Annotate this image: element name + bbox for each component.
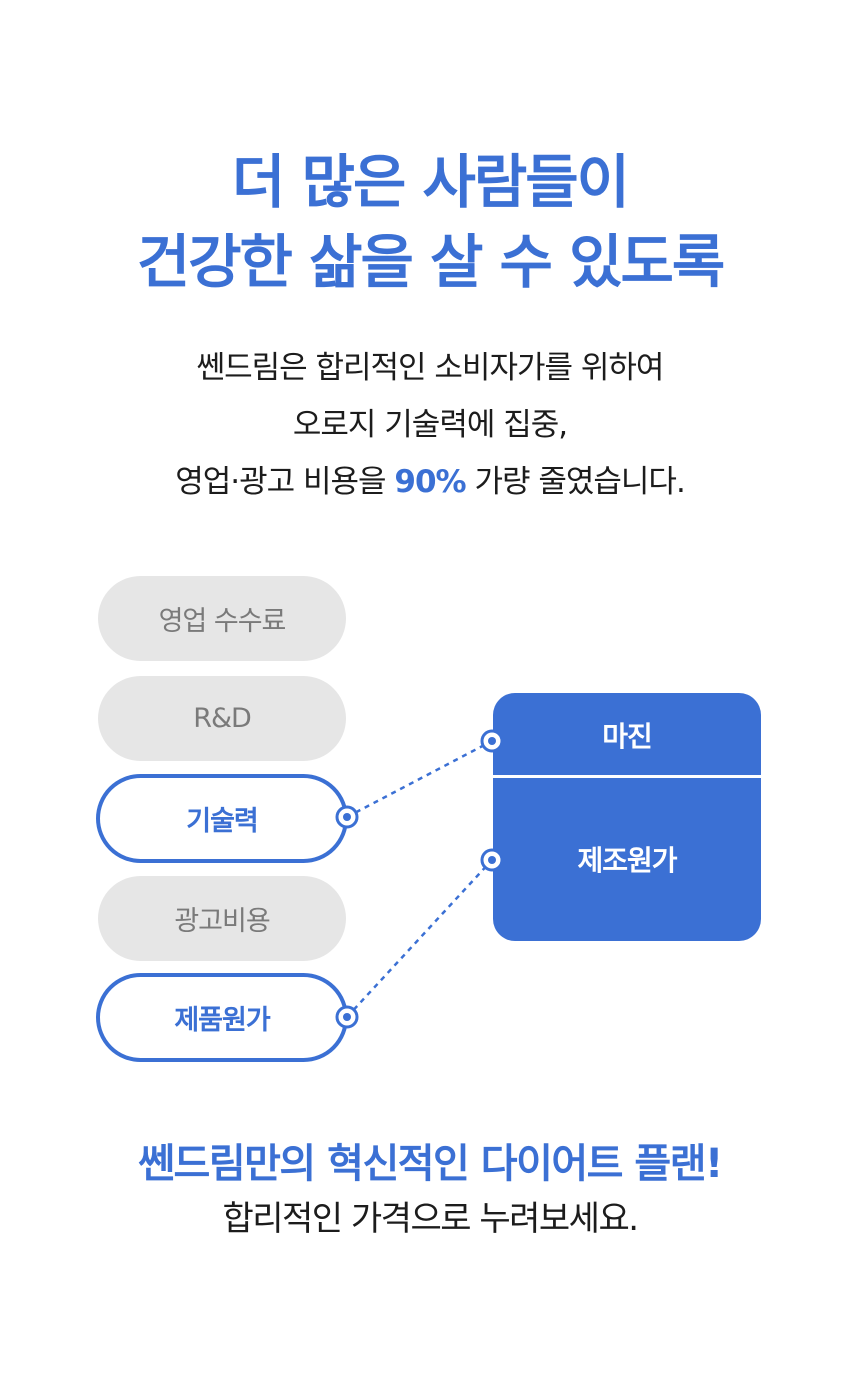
price-box-divider [493,775,761,778]
cost-item-technology: 기술력 [96,774,348,863]
manufacturing-cost-label: 제조원가 [577,844,677,877]
margin-label: 마진 [602,720,653,753]
headline-line-2: 건강한 삶을 살 수 있도록 [136,228,725,296]
closing-headline: 쎈드림만의 혁신적인 다이어트 플랜! [138,1141,723,1187]
subcopy-line-2: 오로지 기술력에 집중, [292,407,568,443]
closing-message: 쎈드림만의 혁신적인 다이어트 플랜! 합리적인 가격으로 누려보세요. [0,1135,860,1245]
subcopy-line-1: 쎈드림은 합리적인 소비자가를 위하여 [196,350,665,386]
subcopy-line-3: 영업·광고 비용을 90% 가량 줄였습니다. [0,454,860,511]
connector-node-technology [335,805,359,829]
cost-reduction-percent: 90% [394,464,466,500]
connector-technology-to-margin [346,739,493,819]
cost-item-rnd: R&D [98,676,346,761]
connector-node-margin [480,729,504,753]
price-breakdown-box: 마진 제조원가 [493,693,761,941]
headline-line-1: 더 많은 사람들이 [232,148,630,216]
cost-item-product-cost: 제품원가 [96,973,348,1062]
subcopy: 쎈드림은 합리적인 소비자가를 위하여 오로지 기술력에 집중, 영업·광고 비… [0,340,860,511]
connector-node-product-cost [335,1005,359,1029]
closing-subline: 합리적인 가격으로 누려보세요. [222,1199,639,1239]
connector-node-manufacturing [480,848,504,872]
subcopy-line-3-prefix: 영업·광고 비용을 [175,464,395,500]
cost-item-advertising: 광고비용 [98,876,346,961]
headline: 더 많은 사람들이 건강한 삶을 살 수 있도록 [0,142,860,302]
subcopy-line-3-suffix: 가량 줄였습니다. [465,464,685,500]
connector-product-cost-to-manufacturing [346,859,493,1018]
cost-item-sales-commission: 영업 수수료 [98,576,346,661]
